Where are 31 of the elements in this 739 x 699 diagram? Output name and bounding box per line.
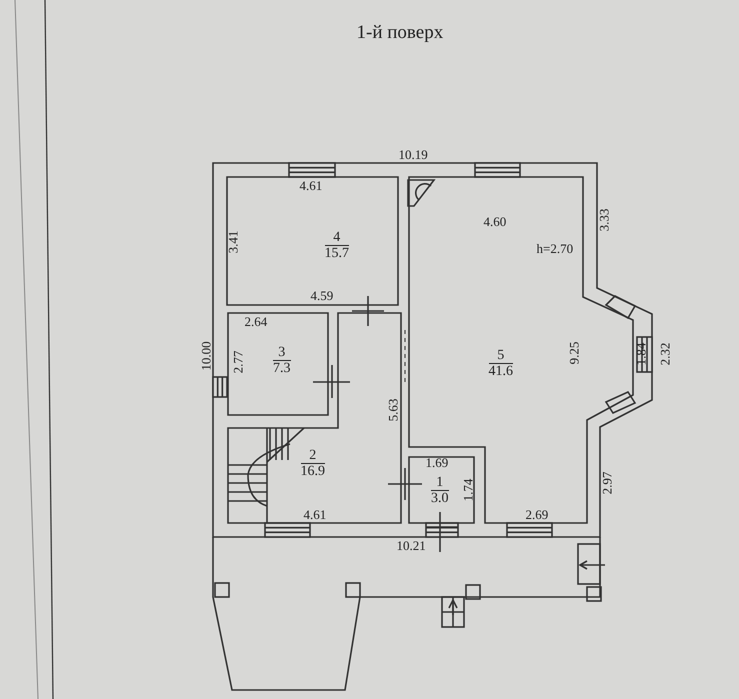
room-area: 41.6	[488, 364, 513, 378]
dimension-label: 4.59	[310, 289, 334, 303]
room-area: 7.3	[273, 360, 290, 376]
dimension-label: 10.19	[398, 148, 428, 162]
floor-title: 1-й поверх	[356, 22, 444, 44]
room-area: 16.9	[300, 464, 325, 478]
dimension-label: 5.63	[386, 398, 400, 422]
room-area: 3.0	[431, 490, 448, 506]
dimension-label: 1.84	[634, 342, 648, 366]
dimension-label: 3.41	[226, 230, 240, 254]
room-number: 5	[488, 348, 513, 364]
dimension-label: 2.77	[230, 350, 245, 374]
room-number: 2	[300, 448, 325, 464]
dimension-label: 10.21	[396, 539, 426, 553]
dimension-label: 1.74	[460, 478, 475, 502]
dimension-label: 1.69	[426, 456, 448, 470]
dimension-label: 9.25	[566, 342, 581, 364]
room-area: 15.7	[324, 246, 349, 260]
room-number: 3	[273, 344, 290, 360]
dimension-label: 2.32	[658, 342, 672, 366]
dimension-label: 2.97	[600, 472, 614, 494]
dimension-label: 10.00	[199, 341, 214, 371]
dimension-label: 4.61	[300, 179, 322, 193]
dimension-label: 2.69	[526, 508, 548, 522]
dimension-label: 2.64	[244, 315, 268, 329]
dimension-label: 4.60	[484, 215, 506, 229]
dimension-label: 3.33	[596, 208, 611, 232]
ceiling-height-label: h=2.70	[536, 242, 574, 256]
room-number: 4	[324, 230, 349, 246]
dimension-label: 4.61	[304, 508, 326, 522]
room-number: 1	[431, 474, 448, 490]
